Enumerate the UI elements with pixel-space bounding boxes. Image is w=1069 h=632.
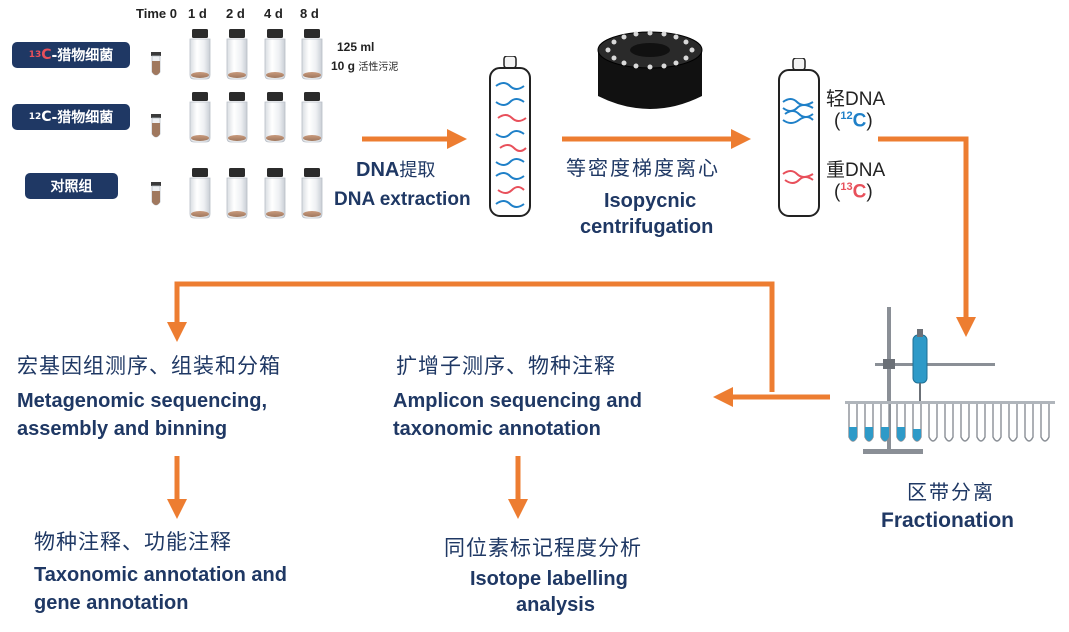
carbon-symbol: C	[41, 47, 52, 63]
bottle-icon	[189, 28, 323, 219]
metagenomic-label-en2: assembly and binning	[17, 418, 228, 440]
timepoint-label: 4 d	[264, 6, 283, 21]
sludge-label: 活性污泥	[358, 62, 399, 73]
heavy-dna-band	[782, 170, 814, 184]
bottle-array	[150, 28, 323, 219]
centrifuge-rotor-icon	[597, 30, 703, 109]
group-name: -猎物细菌	[51, 48, 114, 64]
sludge-info: 10 g 活性污泥	[331, 58, 398, 73]
group-badge-control: 对照组	[25, 173, 118, 199]
isotope-superscript: 12	[28, 112, 42, 122]
centrifuge-label-en1: Isopycnic	[604, 190, 697, 212]
extraction-tube-icon	[489, 56, 531, 217]
group-name: -猎物细菌	[51, 110, 114, 126]
extraction-label-en: DNA extraction	[334, 189, 471, 210]
isotope-label-cn: 同位素标记程度分析	[444, 536, 642, 560]
isotope-superscript: 13	[28, 50, 42, 60]
annotation-label-cn: 物种注释、功能注释	[34, 530, 232, 554]
metagenomic-label-en1: Metagenomic sequencing,	[17, 390, 268, 412]
arrow-to-metagenomic	[167, 281, 775, 392]
extraction-dna: DNA	[356, 159, 400, 181]
amplicon-label-cn: 扩增子测序、物种注释	[396, 354, 616, 378]
light-dna-band	[782, 98, 814, 124]
annotation-label-en1: Taxonomic annotation and	[34, 564, 287, 586]
light-dna-label: 轻DNA	[826, 88, 886, 110]
extraction-label-cn: DNA提取	[356, 156, 435, 182]
small-tube-icon	[150, 113, 162, 138]
timepoint-label: Time 0	[136, 6, 177, 21]
metagenomic-label-cn: 宏基因组测序、组装和分箱	[17, 354, 281, 378]
centrifuge-label-en2: centrifugation	[580, 216, 714, 238]
timepoint-label: 1 d	[188, 6, 207, 21]
extraction-cn: 提取	[399, 160, 436, 181]
heavy-dna-label: 重DNA	[826, 159, 886, 181]
fractionation-label-cn: 区带分离	[907, 480, 995, 504]
fractionation-apparatus-icon	[845, 307, 1055, 454]
gradient-tube-icon	[778, 58, 820, 217]
small-tube-icon	[150, 51, 162, 76]
isotope-label-en2: analysis	[516, 594, 595, 616]
amplicon-label-en1: Amplicon sequencing and	[393, 390, 642, 412]
sludge-amount: 10 g	[331, 59, 356, 73]
isotope-label-en1: Isotope labelling	[470, 568, 628, 590]
small-tube-icon	[150, 181, 162, 206]
centrifuge-label-cn: 等密度梯度离心	[566, 156, 720, 180]
arrow-to-fractionation	[878, 136, 976, 337]
timepoint-label: 2 d	[226, 6, 245, 21]
group-name: 对照组	[50, 179, 93, 195]
bottle-volume: 125 ml	[337, 40, 375, 54]
carbon-symbol: C	[41, 109, 52, 125]
heavy-isotope-label: (13C)	[834, 181, 873, 203]
timepoint-label: 8 d	[300, 6, 319, 21]
amplicon-label-en2: taxonomic annotation	[393, 418, 601, 440]
annotation-label-en2: gene annotation	[34, 592, 189, 614]
fractionation-label-en: Fractionation	[881, 509, 1015, 532]
light-isotope-label: (12C)	[834, 110, 873, 132]
